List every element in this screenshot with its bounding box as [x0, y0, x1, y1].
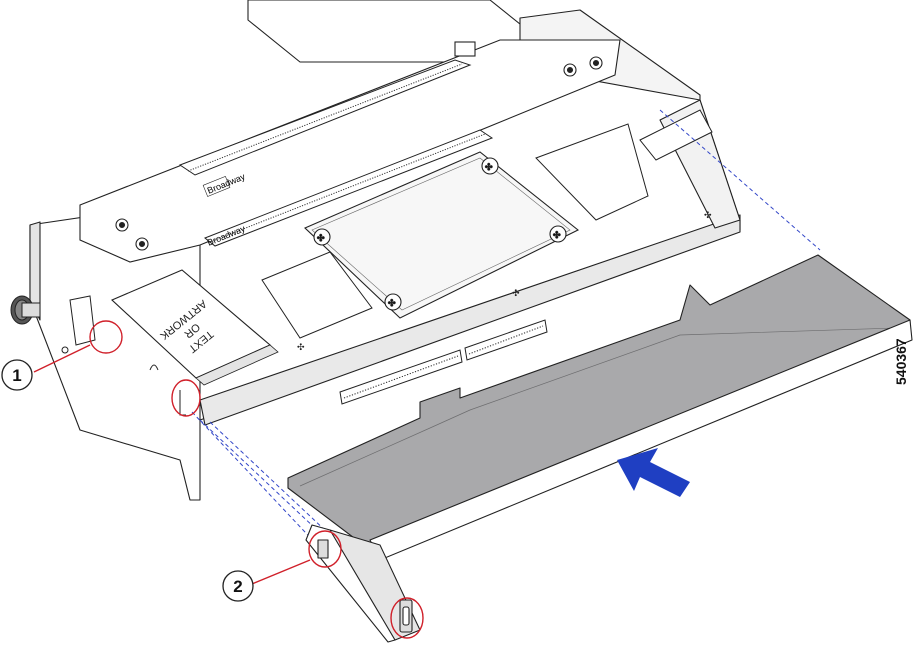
- svg-text:✣: ✣: [388, 298, 396, 308]
- board-label-pads: [261, 109, 713, 339]
- svg-text:✣: ✣: [512, 288, 520, 298]
- screw-icon: ✣: [384, 293, 402, 311]
- rail-tab: [454, 41, 476, 57]
- svg-text:✣: ✣: [553, 230, 561, 240]
- guide-line-front-upper: [191, 411, 321, 549]
- callout-2: 2: [222, 570, 254, 602]
- bracket-tab: [317, 539, 329, 559]
- leader-line-1: [33, 344, 91, 373]
- callout-2b-highlight: [390, 597, 424, 639]
- screw-icon: ✣: [549, 225, 567, 243]
- board-screws: ✣ ✣ ✣: [297, 210, 712, 352]
- callout-1-number: 1: [12, 366, 21, 385]
- figure-id-label: 540367: [893, 338, 909, 385]
- svg-text:✣: ✣: [297, 342, 305, 352]
- callout-markers: [33, 320, 424, 639]
- top-rail: [79, 39, 621, 263]
- callout-1: 1: [1, 359, 33, 391]
- artwork-label: TEXT OR ARTWORK: [111, 269, 279, 386]
- callout-1-highlight: [89, 320, 123, 354]
- bracket-details: [61, 295, 186, 416]
- leader-line-2: [251, 559, 311, 585]
- screw-icon: ✣: [481, 157, 499, 175]
- lower-slot-connector: [204, 129, 494, 247]
- guide-line-front-mid: [199, 419, 401, 609]
- pcie-connectors: [339, 319, 548, 405]
- upper-slot-connector: [178, 59, 472, 176]
- svg-text:✣: ✣: [704, 210, 712, 220]
- callout-2-number: 2: [233, 577, 242, 596]
- riser-card: [287, 254, 913, 643]
- svg-text:✣: ✣: [317, 233, 325, 243]
- heatsink-plate: ✣ ✣ ✣ ✣: [304, 151, 580, 319]
- rail-hole-center: [138, 240, 146, 248]
- callout-2-highlight: [308, 530, 342, 568]
- rail-hole-center: [566, 66, 574, 74]
- svg-text:✣: ✣: [485, 162, 493, 172]
- callout-1b-highlight: [171, 379, 201, 417]
- screw-icon: ✣: [313, 228, 331, 246]
- arrow-up-left-icon: [617, 448, 690, 497]
- rail-hole-center: [118, 221, 126, 229]
- guide-line-rear: [659, 109, 821, 251]
- thumbscrew-icon: [10, 295, 41, 325]
- rail-hole-center: [592, 59, 600, 67]
